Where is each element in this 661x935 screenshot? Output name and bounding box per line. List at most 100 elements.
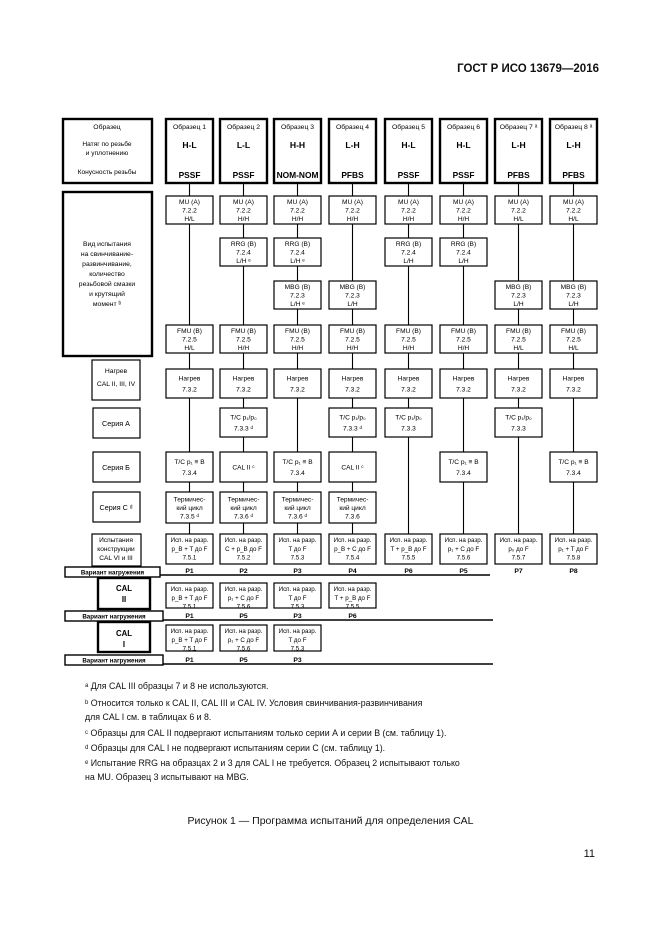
specimen-7-mu-line-1: 7.2.2 xyxy=(511,208,526,215)
specimen-7-a-line-0: T/C p₁/p₀ xyxy=(505,415,532,422)
specimen-3-t1-line-1: T до F xyxy=(289,546,307,553)
specimen-3-fmu-line-2: H/H xyxy=(292,345,304,352)
legend-trials-line-2: CAL VI и III xyxy=(99,555,133,562)
specimen-3-rrg-line-0: RRG (B) xyxy=(285,241,310,248)
specimen-3-rrg-line-1: 7.2.4 xyxy=(290,250,305,257)
specimen-2-t3-line-2: 7.5.6 xyxy=(237,646,251,653)
specimen-2-title: Образец 2 xyxy=(227,123,260,131)
specimen-8-heat-box xyxy=(549,368,598,399)
legend-cal1-a: CAL xyxy=(116,629,132,638)
specimen-2-rrg-line-0: RRG (B) xyxy=(231,241,256,248)
series-c-legend-box xyxy=(92,491,141,523)
specimen-2-fmu-line-2: H/H xyxy=(238,345,250,352)
specimen-7-header-box xyxy=(493,117,544,185)
legend-taper: Конусность резьбы xyxy=(78,168,137,176)
test-type-legend-box xyxy=(61,190,154,358)
specimen-1-t2-line-2: 7.5.1 xyxy=(183,604,197,611)
footnote-b-cont: для CAL I см. в таблицах 6 и 8. xyxy=(85,712,212,722)
specimen-3-heat-box xyxy=(273,368,322,399)
specimen-8-fmu-box xyxy=(549,324,598,354)
specimen-7-t1-box xyxy=(494,533,543,565)
load-variant-label-0: Вариант нагружения xyxy=(81,570,145,577)
specimen-3-t2-line-1: T до F xyxy=(289,595,307,602)
legend-cal2-b: II xyxy=(122,595,126,604)
specimen-4-fit: L-H xyxy=(345,140,359,150)
legend-heat: Нагрев xyxy=(105,368,128,375)
specimen-2-mu-line-2: H/H xyxy=(238,216,250,223)
specimen-2-t1-line-1: C + p_B до F xyxy=(225,546,262,553)
specimen-2-t2-box xyxy=(219,582,268,609)
cal1-legend-box xyxy=(96,620,152,654)
footnote-b: ᵇ Относится только к CAL II, CAL III и C… xyxy=(85,698,423,708)
cal2-legend-box xyxy=(96,576,152,611)
specimen-8-mu-line-1: 7.2.2 xyxy=(566,208,581,215)
specimen-6-taper: PSSF xyxy=(453,170,475,180)
specimen-7-p1-label: P7 xyxy=(514,568,523,575)
specimen-7-mbg-box xyxy=(494,280,543,310)
specimen-3-mu-line-0: MU (A) xyxy=(287,199,308,206)
specimen-4-t2-line-1: T + p_B до F xyxy=(335,595,371,602)
specimen-1-t2-line-1: p_B + T до F xyxy=(172,595,208,602)
specimen-6-mu-line-2: H/H xyxy=(458,216,470,223)
specimen-7-fmu-line-2: H/L xyxy=(513,345,524,352)
specimen-1-t2-line-0: Исп. на разр. xyxy=(171,586,209,593)
specimen-1-mu-line-1: 7.2.2 xyxy=(182,208,197,215)
specimen-3-rrg-line-2: L/H ᵉ xyxy=(290,258,305,265)
specimen-3-fmu-box xyxy=(273,324,322,354)
specimen-4-t1-line-0: Исп. на разр. xyxy=(334,537,372,544)
specimen-3-t3-line-1: T до F xyxy=(289,637,307,644)
specimen-8-fit: L-H xyxy=(566,140,580,150)
specimen-1-title: Образец 1 xyxy=(173,123,206,131)
specimen-3-b-line-1: 7.3.4 xyxy=(290,470,305,477)
specimen-3-mbg-line-0: MBG (B) xyxy=(285,284,311,291)
series-a-legend-box xyxy=(92,407,141,439)
specimen-7-mu-line-0: MU (A) xyxy=(508,199,529,206)
specimen-4-fmu-line-2: H/H xyxy=(347,345,359,352)
specimen-8-fmu-line-2: H/L xyxy=(568,345,579,352)
specimen-5-heat-line-1: 7.3.2 xyxy=(401,387,416,394)
specimen-4-p2-label: P6 xyxy=(348,613,357,620)
specimen-5-fmu-line-1: 7.2.5 xyxy=(401,337,416,344)
specimen-4-t1-line-2: 7.5.4 xyxy=(346,555,360,562)
specimen-8-b-line-1: 7.3.4 xyxy=(566,470,581,477)
specimen-8-p1-label: P8 xyxy=(569,568,578,575)
specimen-6-t1-line-2: 7.5.6 xyxy=(457,555,471,562)
specimen-3-t3-box xyxy=(273,624,322,652)
specimen-5-a-line-1: 7.3.3 xyxy=(401,426,416,433)
specimen-1-c-line-2: 7.3.5 ᵈ xyxy=(180,514,199,521)
specimen-7-t1-line-0: Исп. на разр. xyxy=(500,537,538,544)
specimen-3-mbg-box xyxy=(273,280,322,310)
specimen-4-a-box xyxy=(328,407,377,438)
specimen-8-mbg-line-2: L/H xyxy=(568,301,578,308)
specimen-1-b-box xyxy=(165,451,214,483)
specimen-7-fmu-line-0: FMU (B) xyxy=(506,328,531,335)
specimen-7-mbg-line-0: MBG (B) xyxy=(506,284,532,291)
specimen-1-mu-line-0: MU (A) xyxy=(179,199,200,206)
specimen-4-title: Образец 4 xyxy=(336,123,369,131)
specimen-5-t1-line-2: 7.5.5 xyxy=(402,555,416,562)
specimen-4-mbg-line-0: MBG (B) xyxy=(340,284,366,291)
load-variant-label-2: Вариант нагружения xyxy=(82,658,146,665)
legend-fit-1: Натяг по резьбе xyxy=(82,140,132,148)
specimen-4-header-box xyxy=(327,117,378,185)
specimen-3-fmu-line-1: 7.2.5 xyxy=(290,337,305,344)
specimen-2-c-line-2: 7.3.6 ᵈ xyxy=(234,514,253,521)
specimen-6-t1-box xyxy=(439,533,488,565)
specimen-4-a-line-0: T/C p₁/p₀ xyxy=(339,415,366,422)
legend-cal2-a: CAL xyxy=(116,584,132,593)
specimen-2-fmu-line-1: 7.2.5 xyxy=(236,337,251,344)
specimen-2-b-line-0: CAL II ᶜ xyxy=(232,465,255,472)
specimen-1-fmu-line-2: H/L xyxy=(184,345,195,352)
specimen-4-fmu-line-0: FMU (B) xyxy=(340,328,365,335)
specimen-1-t1-box xyxy=(165,533,214,565)
specimen-3-header-box xyxy=(272,117,323,185)
specimen-3-t2-line-2: 7.5.3 xyxy=(291,604,305,611)
specimen-7-a-box xyxy=(494,407,543,438)
specimen-3-fmu-line-0: FMU (B) xyxy=(285,328,310,335)
specimen-1-t3-box xyxy=(165,624,214,652)
specimen-2-header-box xyxy=(218,117,269,185)
specimen-5-t1-box xyxy=(384,533,433,565)
specimen-6-rrg-line-0: RRG (B) xyxy=(451,241,476,248)
load-variant-label-1: Вариант нагружения xyxy=(82,614,146,621)
